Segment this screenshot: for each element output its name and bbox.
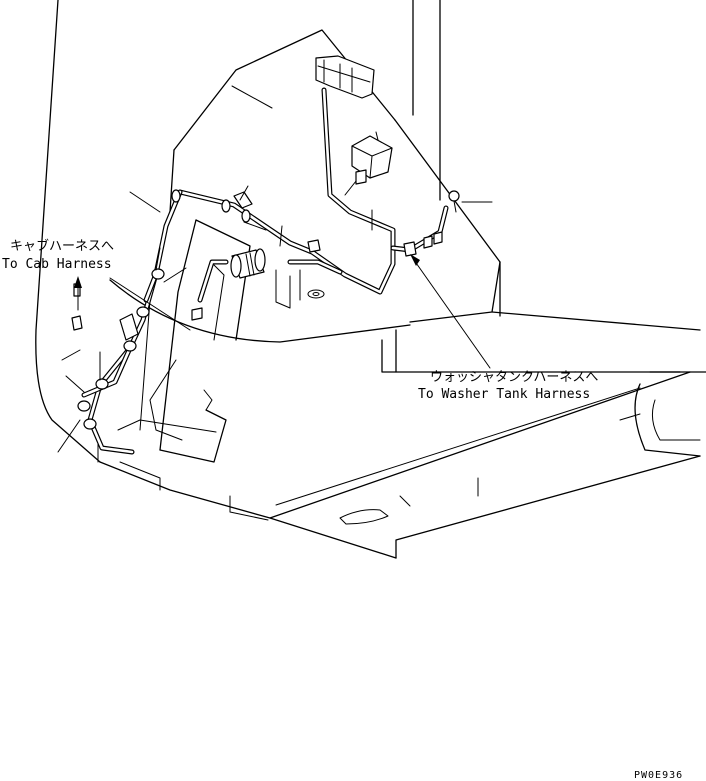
clip-4 <box>151 268 165 280</box>
clip-8 <box>77 400 91 412</box>
control-console <box>117 149 251 463</box>
clip-7 <box>95 378 109 390</box>
connector-washer <box>403 241 417 257</box>
clip-5 <box>136 306 150 318</box>
cylinder-switch <box>230 248 266 279</box>
monitor-connector <box>315 55 375 99</box>
clamp-upper <box>233 191 253 209</box>
harness-routing <box>81 87 449 455</box>
connector-right-a <box>423 235 433 249</box>
connector-left <box>71 315 83 331</box>
connector-right-b <box>433 231 443 245</box>
bolt <box>448 190 460 213</box>
arrow-cab-harness <box>74 276 82 288</box>
component-parts <box>71 55 460 430</box>
clip-9 <box>83 418 97 430</box>
clip-3 <box>241 209 251 223</box>
washer-harness-label-en: To Washer Tank Harness <box>418 387 590 402</box>
connector-mid <box>307 239 321 253</box>
cab-harness-label-en: To Cab Harness <box>2 257 112 272</box>
relay-box <box>351 131 393 179</box>
clip-2 <box>221 199 231 213</box>
drawing-code: PW0E936 <box>634 770 683 781</box>
clip-1 <box>171 189 181 203</box>
cab-structure <box>35 0 706 559</box>
connector-upper <box>355 169 367 185</box>
clamp-left <box>119 313 139 341</box>
clip-6 <box>123 340 137 352</box>
connector-console <box>191 307 203 321</box>
leader-lines <box>57 185 493 453</box>
cab-harness-label-jp: キャブハーネスへ <box>10 238 114 254</box>
arrow-washer-harness <box>410 254 420 266</box>
washer-harness-label-jp: ウォッシャタンクハーネスへ <box>430 370 598 385</box>
